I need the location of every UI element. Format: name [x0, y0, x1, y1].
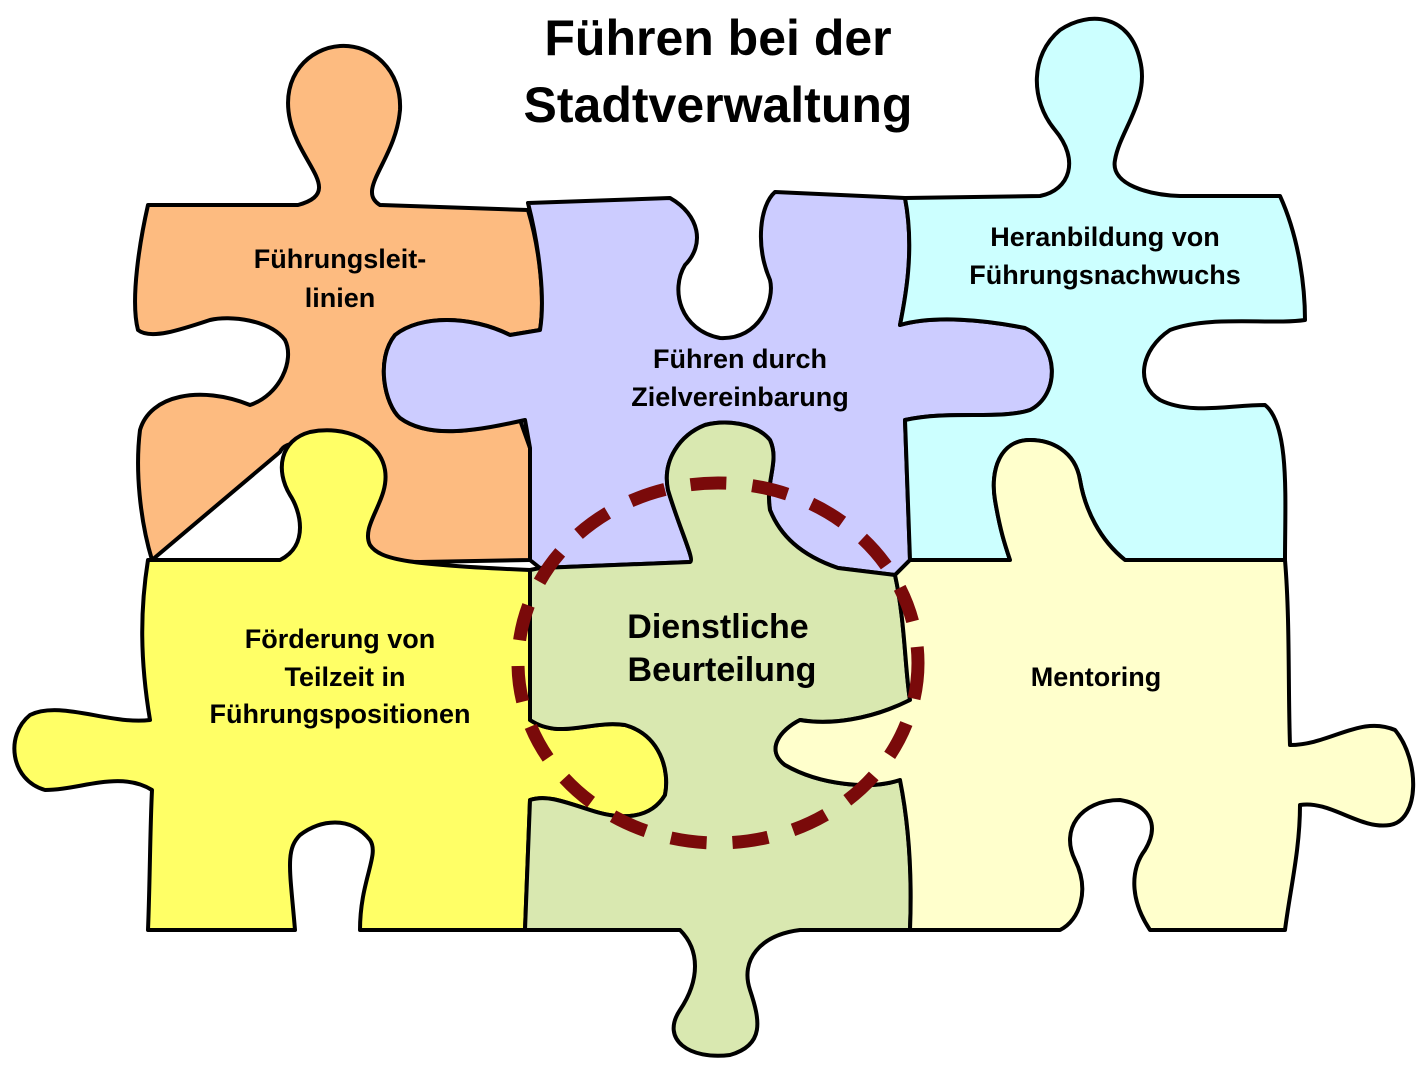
- label-beurteilung-line-1: Dienstliche: [627, 608, 808, 646]
- label-mentoring: Mentoring: [1031, 662, 1161, 692]
- label-teilzeit-line-3: Führungspositionen: [210, 699, 471, 729]
- label-teilzeit-line-1: Förderung von: [245, 624, 436, 654]
- page-title-line-1: Führen bei der: [544, 10, 891, 66]
- label-beurteilung-line-2: Beurteilung: [628, 651, 817, 689]
- label-teilzeit-line-2: Teilzeit in: [284, 662, 405, 692]
- label-nachwuchs-line-1: Heranbildung von: [990, 222, 1220, 252]
- label-zielvereinbarung-line-1: Führen durch: [653, 344, 827, 374]
- label-zielvereinbarung-line-2: Zielvereinbarung: [631, 382, 849, 412]
- label-fuehrungsleitlinien-line-1: Führungsleit-: [254, 244, 426, 274]
- piece-mentoring: [773, 438, 1416, 932]
- label-nachwuchs-line-2: Führungsnachwuchs: [969, 260, 1241, 290]
- label-fuehrungsleitlinien-line-2: linien: [305, 283, 376, 313]
- piece-nachwuchs: [898, 16, 1307, 562]
- page-title-line-2: Stadtverwaltung: [524, 77, 913, 133]
- highlight-ellipse: [511, 476, 925, 850]
